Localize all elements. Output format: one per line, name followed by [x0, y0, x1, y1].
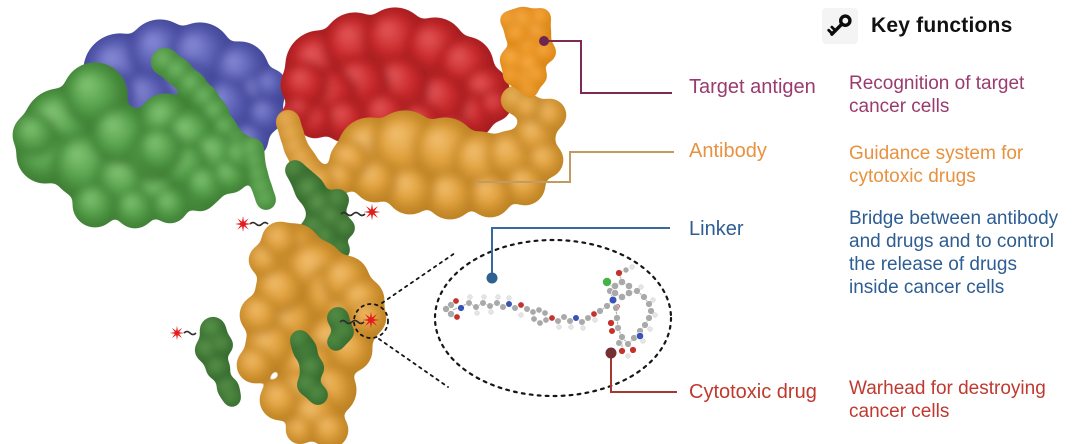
hinge-dark-green-patches: [195, 307, 354, 407]
leader-line-antibody: [475, 151, 674, 183]
legend-description-antibody: Guidance system for cytotoxic drugs: [849, 143, 1024, 187]
drug-star-icon: [169, 325, 185, 341]
legend-label-cytotoxic-drug: Cytotoxic drug: [689, 381, 817, 403]
heavy-chain-orange-lower: [237, 222, 386, 444]
drug-star-icon: [363, 203, 381, 221]
key-functions-header: Key functions: [822, 8, 1012, 44]
leader-dot-target-antigen: [539, 36, 549, 46]
chemical-structure: [442, 264, 658, 359]
leader-dot-linker: [486, 272, 498, 284]
leader-lines: [475, 36, 677, 393]
legend-label-antibody: Antibody: [689, 140, 767, 162]
legend-description-cytotoxic-drug: Warhead for destroying cancer cells: [849, 378, 1046, 422]
target-antigen-blob: [500, 7, 556, 98]
magnifier-ellipse: [353, 238, 673, 398]
leader-line-linker: [491, 227, 670, 278]
fab-domain-green: [13, 48, 276, 228]
drug-star-icon: [362, 311, 380, 329]
drug-star-icon: [235, 216, 251, 232]
key-functions-title: Key functions: [871, 14, 1013, 37]
heavy-chain-orange-upper: [276, 86, 566, 219]
key-icon: [822, 8, 858, 44]
legend-description-linker: Bridge between antibody and drugs and to…: [849, 208, 1059, 298]
legend-description-target-antigen: Recognition of target cancer cells: [849, 73, 1025, 117]
legend-label-linker: Linker: [689, 218, 744, 240]
leader-line-cytotoxic-drug: [610, 353, 677, 393]
hinge-dark-green-stem: [285, 160, 355, 265]
leader-dot-cytotoxic-drug: [605, 347, 617, 359]
leader-line-target-antigen: [544, 40, 672, 94]
legend-label-target-antigen: Target antigen: [689, 76, 816, 98]
linker-zigzags: [183, 211, 366, 336]
